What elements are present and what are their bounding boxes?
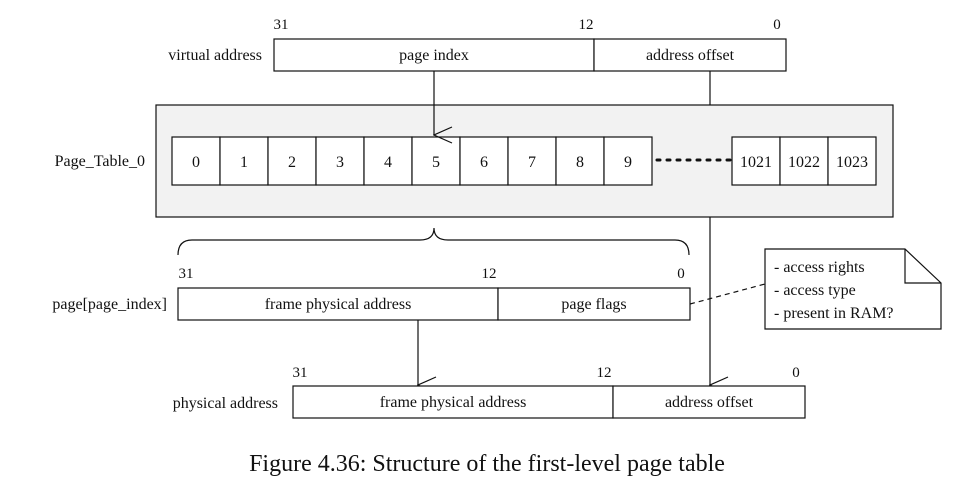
entry-cell-label-6: 6 [480, 154, 488, 171]
entry-cell-label-7: 7 [528, 154, 536, 171]
pa-offset-text: address offset [665, 394, 754, 411]
entry-cell-label-1: 1 [240, 154, 248, 171]
entry-cell-9 [603, 136, 653, 186]
va-bit-31: 31 [274, 17, 289, 33]
figure-caption: Figure 4.36: Structure of the first-leve… [249, 451, 725, 477]
va-address-offset-text: address offset [646, 47, 735, 64]
virtual-address-label: virtual address [168, 47, 262, 64]
va-bit-0: 0 [773, 17, 781, 33]
entry-cell-5 [411, 136, 461, 186]
entry-cell-label-9: 9 [624, 154, 632, 171]
pa-bit-31: 31 [293, 365, 308, 381]
physical-address-label: physical address [173, 395, 278, 412]
page-table-entries: 0 1 2 3 4 5 6 7 8 9 [171, 136, 653, 186]
entry-cell-label-2: 2 [288, 154, 296, 171]
entry-cell-label-3: 3 [336, 154, 344, 171]
note-line-1: - access rights [774, 259, 865, 276]
pa-bit-12: 12 [597, 365, 612, 381]
note-fold [904, 249, 941, 284]
pe-flags-field [497, 287, 691, 321]
entry-cell-label-4: 4 [384, 154, 392, 171]
tail-entry-cell-label-1: 1022 [788, 154, 820, 171]
pa-offset-field [612, 385, 806, 419]
pa-frame-text: frame physical address [380, 394, 527, 411]
entry-cell-2 [267, 136, 317, 186]
entry-cell-label-0: 0 [192, 154, 200, 171]
pa-frame-field [292, 385, 614, 419]
pa-bit-0: 0 [792, 365, 800, 381]
va-page-index-text: page index [399, 47, 469, 64]
va-address-offset-field [593, 38, 787, 72]
note-line-3: - present in RAM? [774, 305, 894, 322]
va-bit-12: 12 [579, 17, 594, 33]
note-connector [689, 283, 766, 305]
page-table-tail-entries: 1021 1022 1023 [731, 136, 877, 186]
note-box [764, 248, 942, 330]
page-table-label: Page_Table_0 [55, 153, 145, 170]
pe-bit-31: 31 [179, 266, 194, 282]
entry-cell-1 [219, 136, 269, 186]
entry-cell-4 [363, 136, 413, 186]
tail-entry-cell-label-0: 1021 [740, 154, 772, 171]
entry-cell-6 [459, 136, 509, 186]
tail-entry-cell-label-2: 1023 [836, 154, 868, 171]
pe-bit-0: 0 [677, 266, 685, 282]
pe-frame-text: frame physical address [265, 296, 412, 313]
page-entry-label: page[page_index] [52, 296, 167, 313]
note-line-2: - access type [774, 282, 856, 299]
tail-entry-cell-2 [827, 136, 877, 186]
tail-entry-cell-0 [731, 136, 781, 186]
entry-brace [177, 227, 690, 256]
entry-cell-8 [555, 136, 605, 186]
pe-bit-12: 12 [482, 266, 497, 282]
entry-cell-label-5: 5 [432, 154, 440, 171]
entry-cell-3 [315, 136, 365, 186]
va-page-index-field [273, 38, 595, 72]
pe-flags-text: page flags [561, 296, 626, 313]
entry-cell-label-8: 8 [576, 154, 584, 171]
